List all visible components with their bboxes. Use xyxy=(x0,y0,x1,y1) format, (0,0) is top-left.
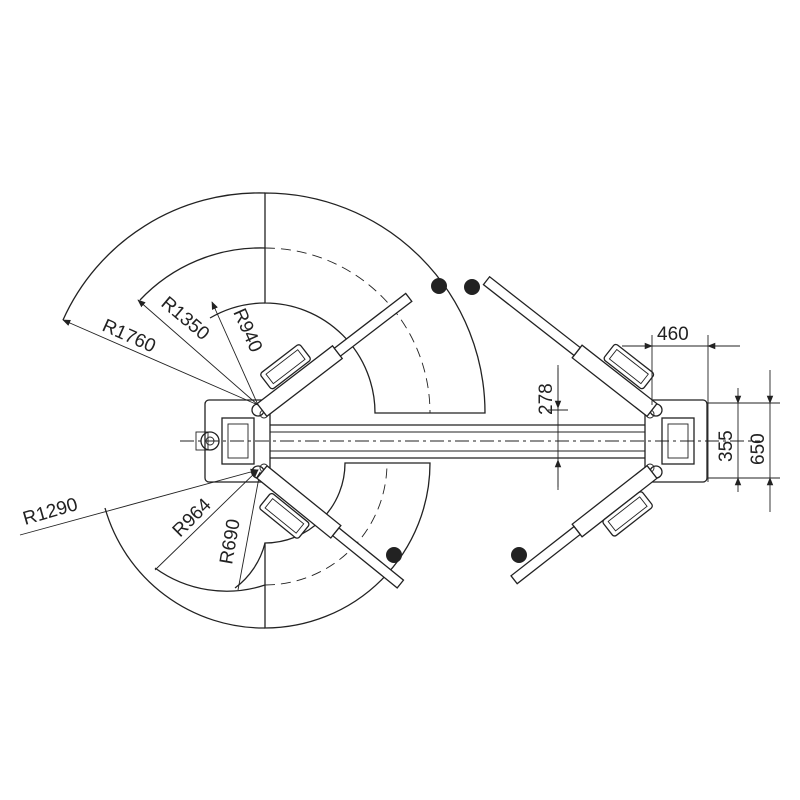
arc-r940 xyxy=(209,302,266,319)
lower-dashed-arc xyxy=(264,462,388,586)
dim-650 xyxy=(748,370,780,512)
label-355: 355 xyxy=(716,430,737,462)
arc-r1290 xyxy=(104,507,266,629)
left-upper-arm-pad xyxy=(431,278,447,294)
label-r940: R940 xyxy=(228,305,266,355)
right-upper-arm-pad xyxy=(464,279,480,295)
upper-dashed-arc xyxy=(264,247,431,414)
left-upper-arm xyxy=(256,292,413,418)
radius-leaders xyxy=(19,299,262,591)
dim-460 xyxy=(622,335,740,482)
label-r1290: R1290 xyxy=(21,494,81,530)
arc-r1760 xyxy=(62,192,266,321)
label-r1760: R1760 xyxy=(99,315,159,357)
label-r1350: R1350 xyxy=(157,293,213,345)
right-lower-arm-pad xyxy=(511,547,527,563)
lower-hatched-zone xyxy=(264,462,431,629)
label-278: 278 xyxy=(536,383,557,415)
upper-hatched-zone xyxy=(264,192,486,414)
right-upper-arm xyxy=(482,275,658,418)
crossbeam xyxy=(180,424,760,459)
dim-355 xyxy=(708,388,748,492)
arc-r1350 xyxy=(139,247,266,301)
label-r690: R690 xyxy=(216,517,245,565)
dim-278 xyxy=(548,365,568,490)
left-lower-arm-pad xyxy=(386,547,402,563)
label-650: 650 xyxy=(748,433,769,465)
left-lower-arm xyxy=(256,464,405,589)
right-lower-arm xyxy=(510,464,658,585)
arc-r964 xyxy=(154,567,266,592)
label-460: 460 xyxy=(657,324,689,345)
